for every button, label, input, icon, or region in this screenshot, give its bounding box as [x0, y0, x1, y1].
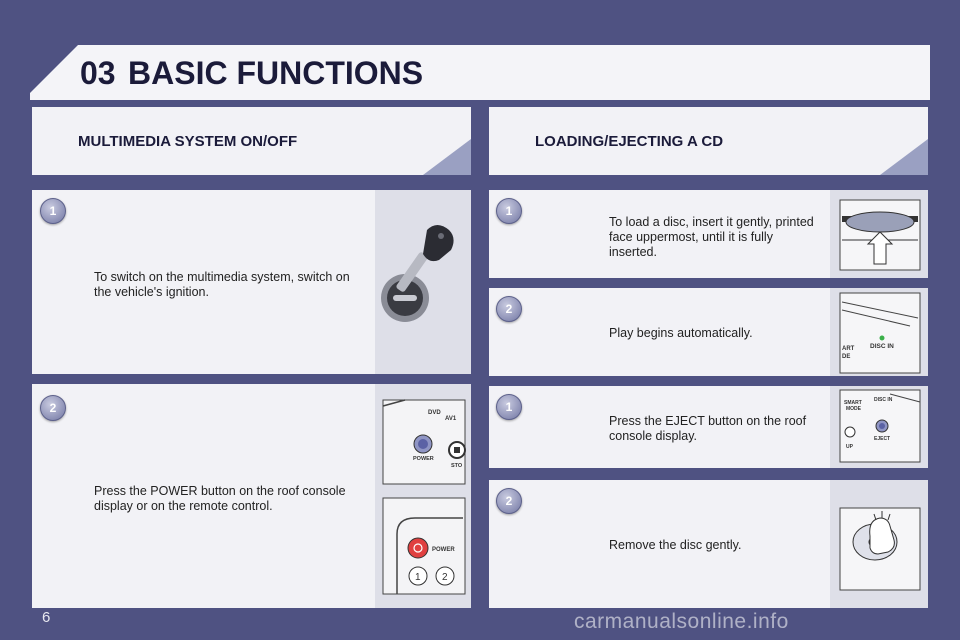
disc-in-illustration: DISC IN ART DE: [839, 292, 921, 374]
section-title-multimedia: MULTIMEDIA SYSTEM ON/OFF: [78, 133, 298, 150]
step-panel-ignition: To switch on the multimedia system, swit…: [32, 190, 471, 374]
step-text: Play begins automatically.: [609, 326, 753, 340]
mode-partial-label: DE: [842, 354, 850, 360]
stop-label: STO: [451, 463, 463, 469]
up-label: UP: [846, 444, 854, 450]
step-panel-load: To load a disc, insert it gently, printe…: [489, 190, 928, 278]
watermark-text: carmanualsonline.info: [574, 610, 789, 633]
illustration-box: SMART MODE DISC IN UP EJECT: [830, 386, 928, 468]
power-remote-label: POWER: [432, 547, 455, 553]
eject-label: EJECT: [874, 436, 890, 442]
section-header-cd: LOADING/EJECTING A CD: [489, 107, 928, 175]
ignition-key-illustration: [381, 225, 454, 322]
remote-key-2: 2: [442, 572, 448, 583]
smart-partial-label: ART: [842, 346, 855, 352]
step-text: Remove the disc gently.: [609, 538, 742, 552]
step-text: To load a disc, insert it gently, printe…: [609, 215, 814, 259]
remote-key-1: 1: [415, 572, 421, 583]
power-label: POWER: [413, 456, 434, 462]
chapter-number: 03: [80, 55, 116, 91]
illustration-box: [830, 480, 928, 608]
header-corner-triangle: [880, 139, 928, 175]
disc-in-label: DISC IN: [870, 343, 894, 350]
illustration-box: [830, 190, 928, 278]
power-button-illustration: DVD AV1 POWER STO POWER 1 2: [382, 399, 466, 595]
step-badge: 1: [496, 394, 522, 420]
step-badge: 2: [496, 488, 522, 514]
step-text: Press the POWER button on the roof conso…: [94, 484, 346, 513]
disc-in-led: [879, 335, 885, 341]
step-panel-remove: Remove the disc gently.: [489, 480, 928, 608]
step-badge: 2: [496, 296, 522, 322]
disc-slot-illustration: [839, 199, 921, 271]
step-badge: 2: [40, 395, 66, 421]
section-header-multimedia: MULTIMEDIA SYSTEM ON/OFF: [32, 107, 471, 175]
av1-label: AV1: [445, 416, 457, 422]
illustration-box: DISC IN ART DE: [830, 288, 928, 376]
title-banner: [30, 45, 930, 100]
remove-disc-illustration: [839, 507, 921, 591]
step-badge: 1: [40, 198, 66, 224]
illustration-box: DVD AV1 POWER STO POWER 1 2: [375, 384, 471, 608]
eject-button-illustration: SMART MODE DISC IN UP EJECT: [839, 389, 921, 463]
step-text: Press the EJECT button on the roof conso…: [609, 414, 807, 443]
smart-label: SMART: [844, 400, 862, 406]
chapter-title: BASIC FUNCTIONS: [128, 55, 424, 91]
mode-label: MODE: [846, 406, 862, 412]
disc-in-small-label: DISC IN: [874, 397, 893, 403]
step-panel-eject: SMART MODE DISC IN UP EJECT Press the EJ…: [489, 386, 928, 468]
step-badge: 1: [496, 198, 522, 224]
step-panel-play: DISC IN ART DE Play begins automatically…: [489, 288, 928, 376]
illustration-box: [375, 190, 471, 374]
header-corner-triangle: [423, 139, 471, 175]
section-title-cd: LOADING/EJECTING A CD: [535, 133, 724, 150]
dvd-label: DVD: [428, 410, 441, 416]
page-number: 6: [42, 609, 51, 626]
step-panel-power: DVD AV1 POWER STO POWER 1 2 Press the PO…: [32, 384, 471, 608]
step-text: To switch on the multimedia system, swit…: [94, 270, 350, 299]
